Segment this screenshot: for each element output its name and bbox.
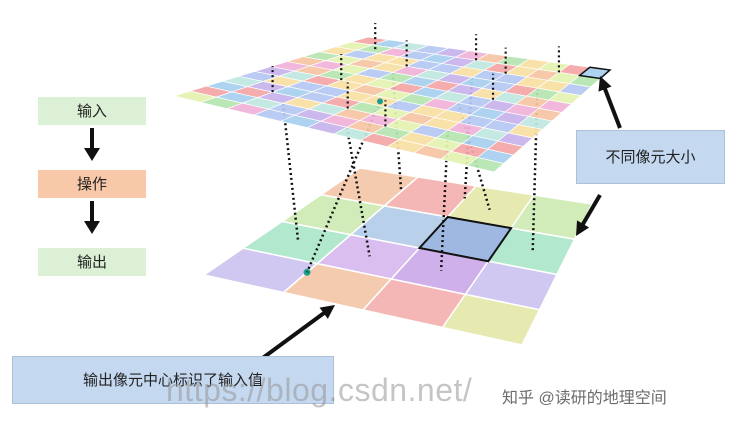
arrow-to-input-pixel-head <box>598 76 612 92</box>
flow-output-box: 输出 <box>38 248 146 276</box>
flow-operation-label: 操作 <box>76 175 107 193</box>
arrow-to-center-dot-head <box>319 305 335 319</box>
watermark-zhihu: 知乎 @读研的地理空间 <box>502 390 667 407</box>
connector-line <box>531 88 539 251</box>
flow-input-label: 输入 <box>76 102 107 120</box>
input-cell <box>466 157 505 173</box>
arrow-to-input-pixel-shaft <box>601 84 622 129</box>
flow-operation-box: 操作 <box>38 170 146 198</box>
watermark-url: https://blog.csdn.net/ <box>166 372 473 408</box>
output-cell <box>441 293 541 346</box>
arrow-to-output-pixel-shaft <box>579 193 602 229</box>
center-marked-callout: 输出像元中心标识了输入值 <box>12 356 334 404</box>
output-raster-grid <box>202 167 594 346</box>
pixel-size-callout: 不同像元大小 <box>576 130 725 184</box>
flow-input-box: 输入 <box>38 97 146 125</box>
top-dotted-lines <box>271 23 561 127</box>
pointer-arrows <box>258 76 622 362</box>
arrow-to-center-dot-shaft <box>258 309 329 362</box>
arrow-to-output-pixel-head <box>576 220 590 236</box>
flow-arrow-down-icon <box>84 201 100 234</box>
input-center-dot <box>377 98 384 105</box>
flow-arrow-down-icon <box>84 128 100 161</box>
input-raster-grid <box>172 36 612 173</box>
connector-line <box>281 103 300 243</box>
center-marked-callout-text: 输出像元中心标识了输入值 <box>82 371 263 389</box>
connector-line <box>345 127 371 257</box>
pixel-size-callout-text: 不同像元大小 <box>605 148 696 166</box>
flow-output-label: 输出 <box>76 253 107 271</box>
connector-line <box>439 130 450 271</box>
